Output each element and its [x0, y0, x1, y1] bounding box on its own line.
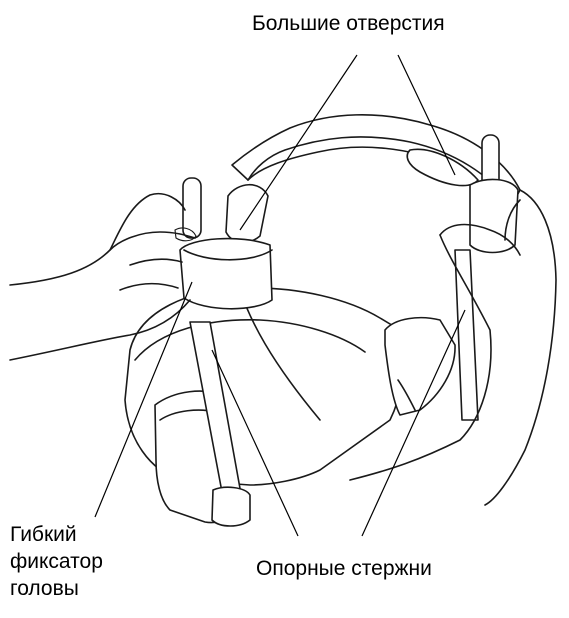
label-support-rods: Опорные стержни — [256, 555, 432, 582]
right-paddle — [385, 318, 455, 415]
leader-large-holes-left — [240, 55, 357, 230]
label-flexible-head-fixator-line-1: Гибкий — [10, 521, 103, 548]
label-flexible-head-fixator-line-3: головы — [10, 575, 103, 602]
large-hole-left — [226, 185, 268, 243]
label-large-holes: Большие отверстия — [252, 10, 445, 37]
label-flexible-head-fixator-line-2: фиксатор — [10, 548, 103, 575]
flexible-head-fixator-cup — [180, 239, 272, 309]
label-flexible-head-fixator: Гибкий фиксатор головы — [10, 521, 103, 602]
